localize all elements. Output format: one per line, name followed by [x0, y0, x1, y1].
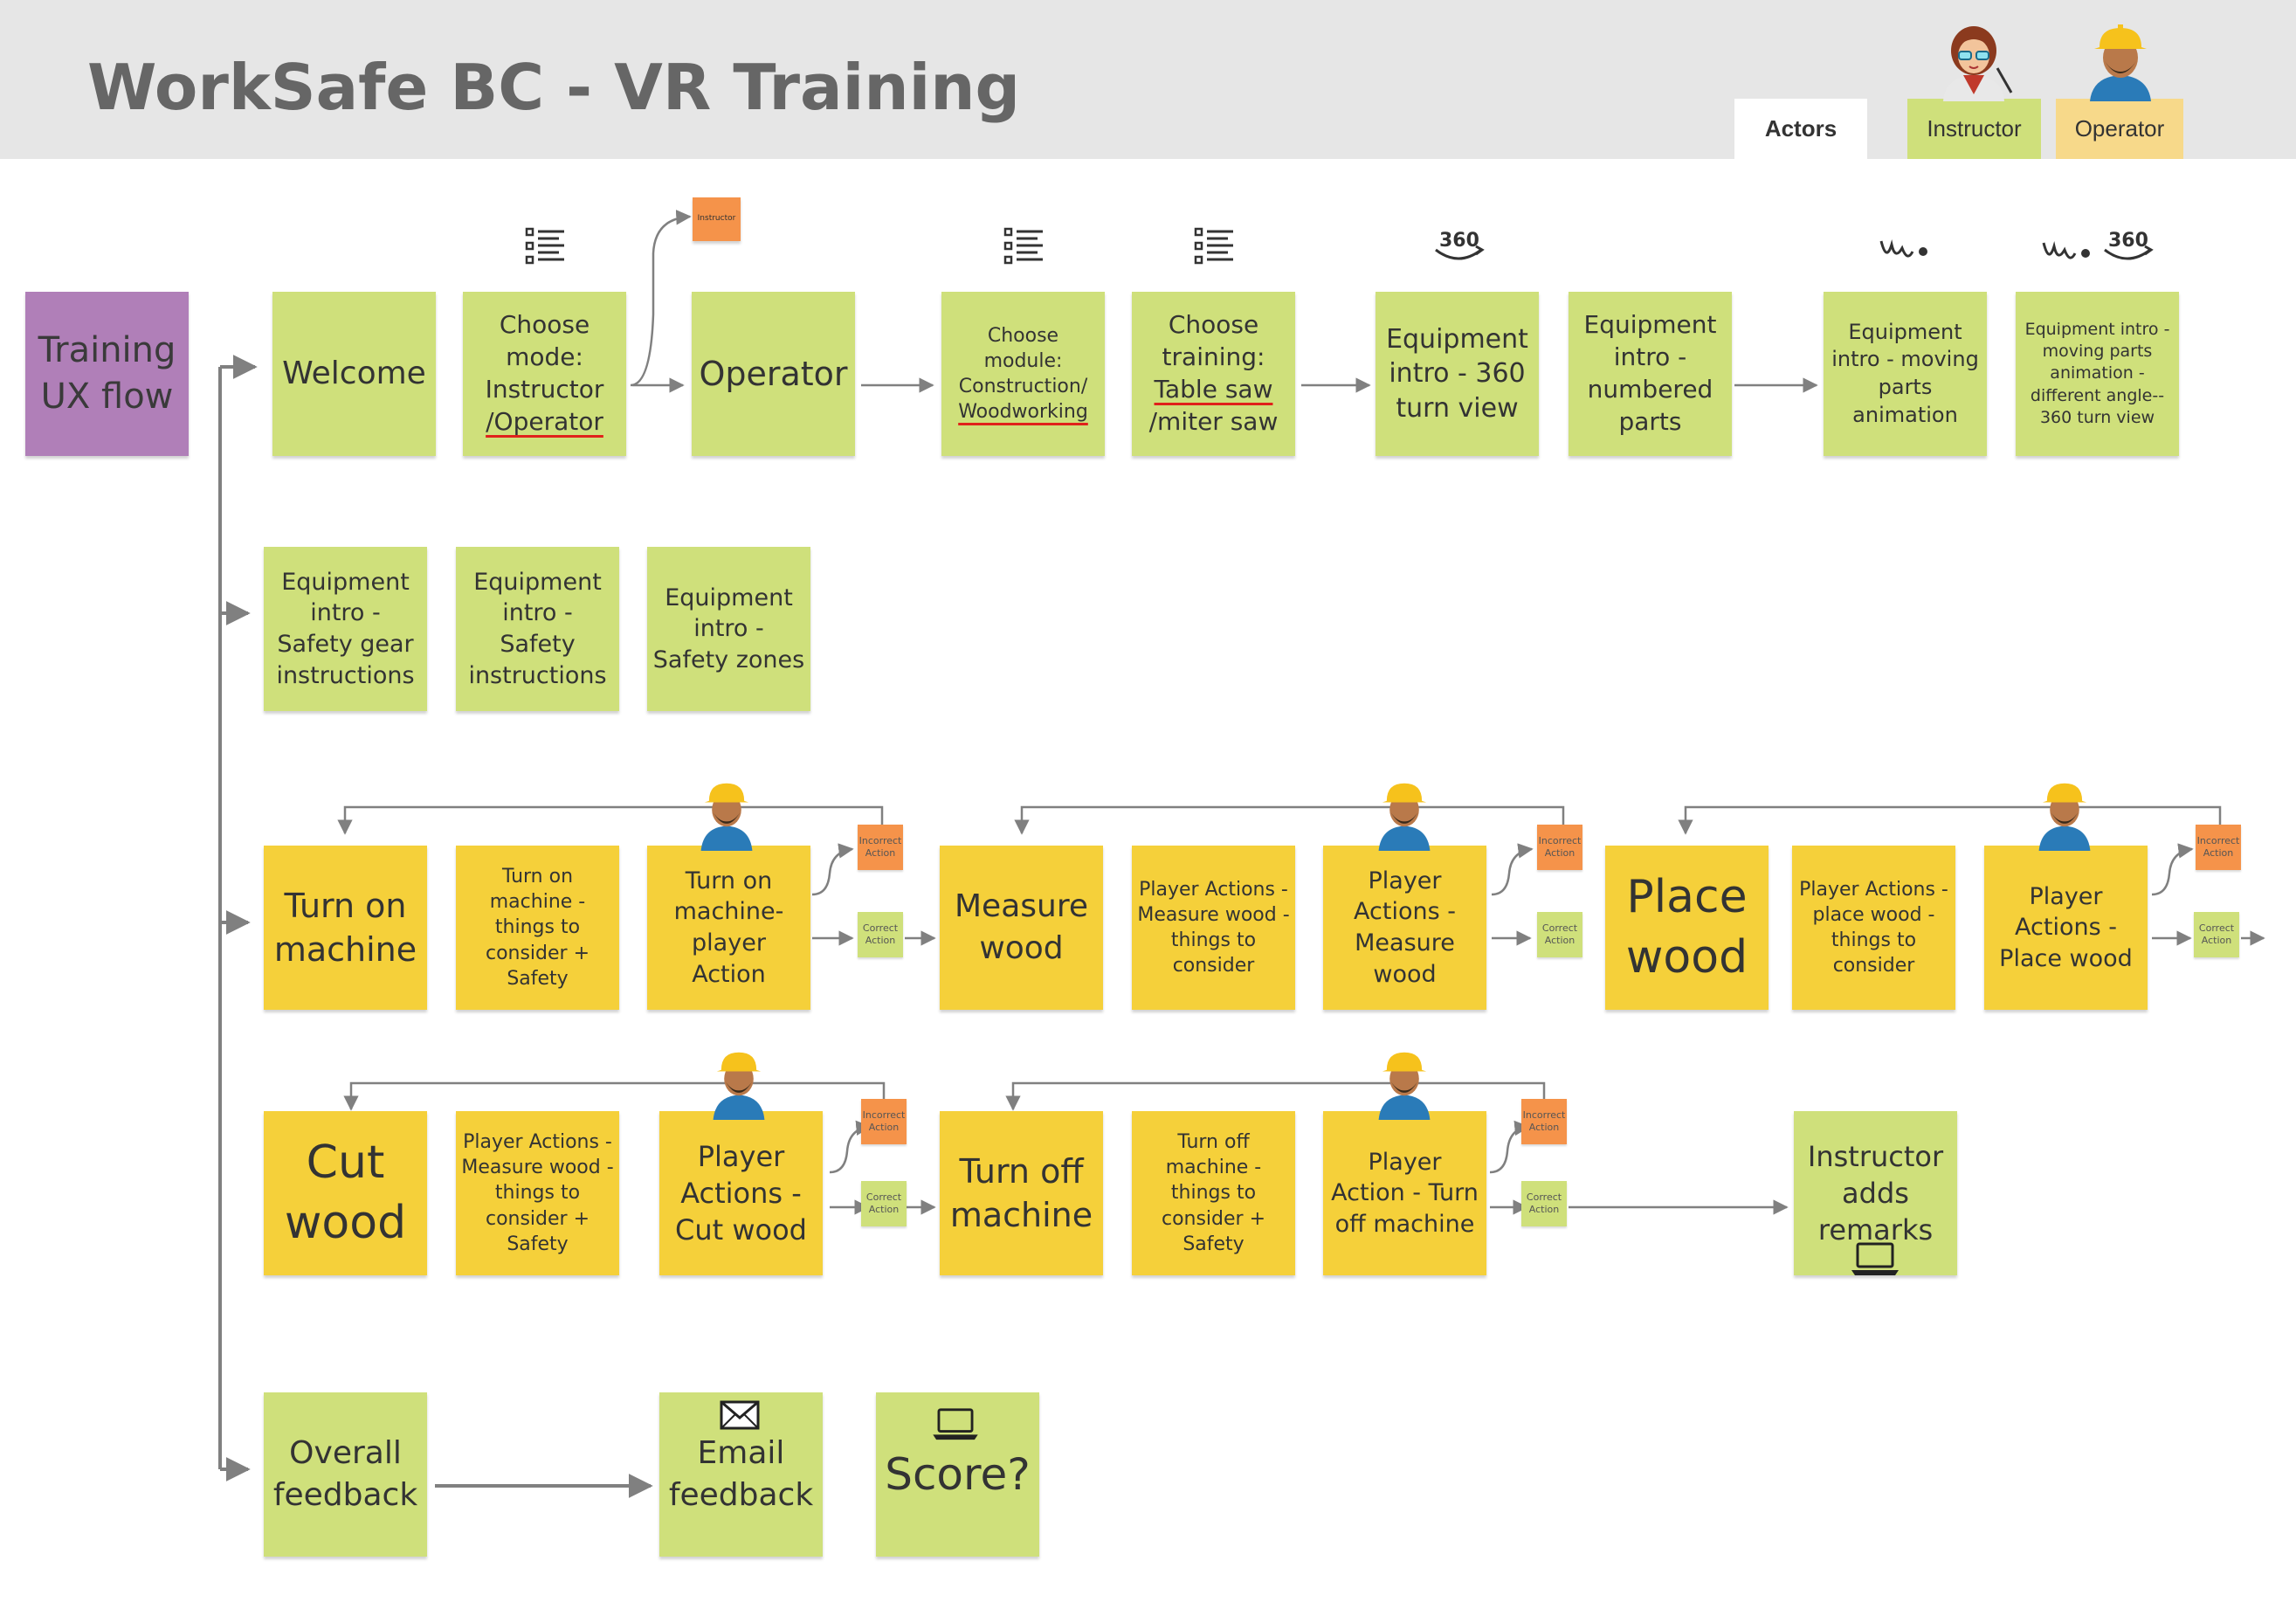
turn-on-consider-note: Turn on machine - things to consider + S… — [456, 846, 619, 1010]
choose-module-note: Choose module: Construction/Woodworking — [941, 292, 1105, 456]
actor-operator-tag[interactable]: Operator — [2056, 99, 2183, 159]
incorrect-action-note: Incorrect Action — [1537, 825, 1582, 870]
choose-module-underlined: Woodworking — [958, 401, 1088, 424]
overall-feedback-note: Overall feedback — [264, 1392, 427, 1557]
safety-zones-note: Equipment intro - Safety zones — [647, 547, 810, 711]
choose-mode-text: Choose mode: Instructor — [485, 310, 604, 404]
actor-instructor-tag[interactable]: Instructor — [1907, 99, 2041, 159]
measure-action-note: Player Actions - Measure wood — [1323, 846, 1486, 1010]
flow-title-note: Training UX flow — [25, 292, 189, 456]
list-icon — [525, 227, 564, 265]
instructor-branch-note: Instructor — [693, 197, 741, 241]
incorrect-action-note: Incorrect Action — [861, 1099, 907, 1144]
correct-action-note: Correct Action — [1521, 1181, 1567, 1226]
turn-on-action-note: Turn on machine-player Action — [647, 846, 810, 1010]
operator-avatar-icon — [700, 783, 753, 851]
motion-icon — [1879, 239, 1927, 258]
page-title: WorkSafe BC - VR Training — [87, 51, 1021, 124]
safety-gear-note: Equipment intro - Safety gear instructio… — [264, 547, 427, 711]
actors-tab[interactable]: Actors — [1734, 99, 1867, 159]
correct-action-note: Correct Action — [858, 912, 903, 957]
instructor-avatar-icon — [1943, 26, 2013, 101]
envelope-icon — [720, 1400, 760, 1430]
laptop-icon — [933, 1408, 978, 1440]
measure-consider-note: Player Actions - Measure wood - things t… — [1132, 846, 1295, 1010]
score-note: Score? — [876, 1392, 1039, 1557]
safety-instructions-note: Equipment intro - Safety instructions — [456, 547, 619, 711]
correct-action-note: Correct Action — [2194, 912, 2239, 957]
list-icon — [1194, 227, 1233, 265]
place-consider-note: Player Actions - place wood - things to … — [1792, 846, 1955, 1010]
choose-mode-note: Choose mode: Instructor/Operator — [463, 292, 626, 456]
incorrect-action-note: Incorrect Action — [2196, 825, 2241, 870]
choose-training-underlined: Table saw — [1154, 375, 1273, 404]
place-wood-note: Place wood — [1605, 846, 1769, 1010]
choose-training-suffix: /miter saw — [1148, 406, 1279, 436]
equipment-numbered-note: Equipment intro - numbered parts — [1569, 292, 1732, 456]
rotate-360-label: 360 — [1439, 230, 1479, 252]
turn-off-action-note: Player Action - Turn off machine — [1323, 1111, 1486, 1275]
laptop-icon — [1851, 1242, 1899, 1275]
motion-icon — [2042, 241, 2090, 259]
place-action-note: Player Actions - Place wood — [1984, 846, 2148, 1010]
operator-avatar-icon — [2038, 783, 2091, 851]
instructor-remarks-note: Instructor adds remarks — [1794, 1111, 1957, 1275]
correct-action-note: Correct Action — [1537, 912, 1582, 957]
turn-on-machine-note: Turn on machine — [264, 846, 427, 1010]
incorrect-action-note: Incorrect Action — [1521, 1099, 1567, 1144]
equipment-moving-note: Equipment intro - moving parts animation — [1824, 292, 1987, 456]
operator-note: Operator — [692, 292, 855, 456]
operator-avatar-icon — [713, 1052, 765, 1120]
incorrect-action-note: Incorrect Action — [858, 825, 903, 870]
measure-wood-note: Measure wood — [940, 846, 1103, 1010]
rotate-360-icon: 360 — [2104, 230, 2154, 260]
operator-avatar-icon — [2090, 24, 2151, 101]
equipment-360-note: Equipment intro - 360 turn view — [1376, 292, 1539, 456]
cut-wood-note: Cut wood — [264, 1111, 427, 1275]
cut-consider-note: Player Actions - Measure wood - things t… — [456, 1111, 619, 1275]
operator-avatar-icon — [1378, 783, 1431, 851]
turn-off-consider-note: Turn off machine - things to consider + … — [1132, 1111, 1295, 1275]
turn-off-machine-note: Turn off machine — [940, 1111, 1103, 1275]
list-icon — [1003, 227, 1043, 265]
choose-module-text: Choose module: Construction/ — [958, 324, 1088, 397]
choose-training-text: Choose training: — [1162, 310, 1265, 372]
welcome-note: Welcome — [272, 292, 436, 456]
equipment-moving-360-note: Equipment intro - moving parts animation… — [2016, 292, 2179, 456]
choose-mode-underlined: /Operator — [486, 406, 603, 436]
rotate-360-icon: 360 — [1435, 230, 1485, 260]
cut-action-note: Player Actions - Cut wood — [659, 1111, 823, 1275]
correct-action-note: Correct Action — [861, 1181, 907, 1226]
choose-training-note: Choose training: Table saw/miter saw — [1132, 292, 1295, 456]
rotate-360-label: 360 — [2108, 230, 2148, 252]
operator-avatar-icon — [1378, 1052, 1431, 1120]
